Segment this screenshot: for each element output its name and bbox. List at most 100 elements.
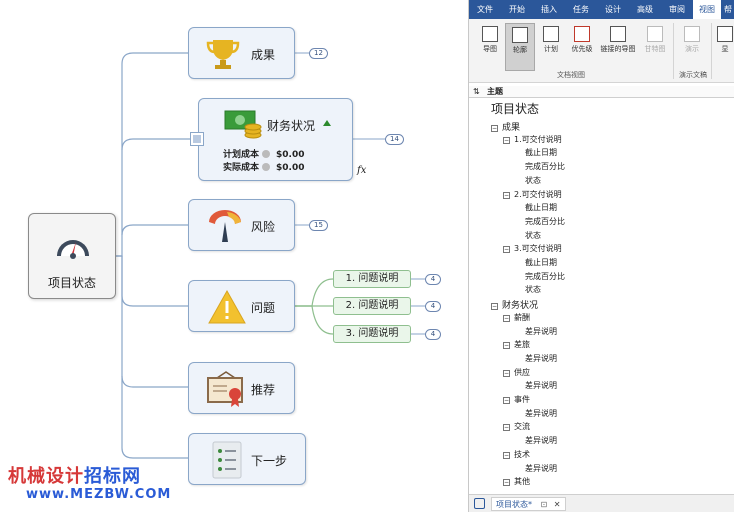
subtopic-issue-1[interactable]: 1. 问题说明 — [333, 270, 411, 288]
collapse-toggle-icon[interactable]: − — [503, 191, 510, 199]
document-tab[interactable]: 项目状态* ⊡ ✕ — [491, 497, 566, 511]
view-map-button[interactable]: 导图 — [475, 23, 505, 71]
outline-row-level-3[interactable]: 差异说明 — [525, 435, 557, 446]
topic-recommend[interactable]: 推荐 — [188, 362, 295, 414]
collapse-toggle-icon[interactable]: − — [491, 303, 498, 311]
tab-task[interactable]: 任务 — [573, 5, 589, 14]
topic-count-badge[interactable]: 12 — [309, 48, 328, 59]
formula-icon[interactable]: fx — [357, 165, 367, 176]
expand-arrow-icon[interactable] — [323, 120, 331, 126]
collapse-toggle-icon[interactable]: − — [503, 342, 510, 350]
collapse-toggle-icon[interactable]: − — [503, 246, 510, 254]
outline-row-level-3[interactable]: 截止日期 — [525, 202, 557, 213]
tab-home[interactable]: 开始 — [509, 5, 525, 14]
tab-advanced[interactable]: 高级 — [637, 5, 653, 14]
collapse-toggle-icon[interactable]: − — [503, 451, 510, 459]
collapse-toggle-icon[interactable]: − — [491, 125, 498, 132]
collapse-toggle-icon[interactable]: − — [503, 479, 510, 487]
outline-row-level-3[interactable]: 状态 — [525, 284, 541, 295]
close-icon[interactable]: ✕ — [553, 500, 561, 509]
outline-row-text: 截止日期 — [525, 203, 557, 213]
collapse-toggle-icon[interactable]: − — [503, 314, 510, 322]
tab-design[interactable]: 设计 — [605, 5, 621, 14]
topic-next-step[interactable]: 下一步 — [188, 433, 306, 485]
collapse-toggle-icon[interactable]: − — [503, 136, 510, 144]
outline-row-level-3[interactable]: 完成百分比 — [525, 271, 565, 282]
tab-file[interactable]: 文件 — [477, 5, 493, 14]
gantt-icon — [647, 26, 663, 42]
outline-row-level-3[interactable]: 截止日期 — [525, 147, 557, 158]
present-icon — [684, 26, 700, 42]
outline-row-level-2[interactable]: −3.可交付说明 — [503, 243, 562, 254]
topic-achievements[interactable]: 成果 — [188, 27, 295, 79]
linked-map-icon — [610, 26, 626, 42]
sort-icon[interactable]: ⇅ — [473, 87, 480, 96]
topic-count-badge[interactable]: 14 — [385, 134, 404, 145]
tab-view[interactable]: 视图 — [693, 0, 721, 19]
outline-row-level-1[interactable]: −成果 — [491, 120, 520, 133]
topic-issues[interactable]: 问题 — [188, 280, 295, 332]
topic-risk[interactable]: 风险 — [188, 199, 295, 251]
map-icon — [482, 26, 498, 42]
outline-row-text: 完成百分比 — [525, 216, 565, 226]
outline-row-level-2[interactable]: −薪酬 — [503, 312, 530, 323]
outline-row-text: 截止日期 — [525, 258, 557, 267]
outline-row-level-1[interactable]: −财务状况 — [491, 298, 538, 311]
outline-row-level-3[interactable]: 差异说明 — [525, 380, 557, 391]
subtopic-count-badge[interactable]: 4 — [425, 274, 441, 285]
subtopic-issue-2[interactable]: 2. 问题说明 — [333, 297, 411, 315]
view-gantt-button[interactable]: 甘特图 — [641, 23, 669, 71]
ribbon-separator — [673, 23, 674, 79]
subtopic-issue-3[interactable]: 3. 问题说明 — [333, 325, 411, 343]
view-linked-maps-button[interactable]: 链接的导图 — [597, 23, 639, 71]
topic-label: 推荐 — [251, 383, 276, 397]
outline-row-level-3[interactable]: 差异说明 — [525, 408, 557, 419]
collapse-toggle-icon[interactable]: − — [503, 397, 510, 404]
outline-row-level-2[interactable]: −供应 — [503, 367, 530, 378]
collapse-toggle-icon[interactable]: − — [503, 369, 510, 377]
outline-row-level-2[interactable]: −1.可交付说明 — [503, 134, 562, 145]
outline-row-level-3[interactable]: 完成百分比 — [525, 216, 565, 227]
topic-count-badge[interactable]: 15 — [309, 220, 328, 231]
tab-review[interactable]: 审阅 — [669, 5, 685, 14]
outline-row-text: 差异说明 — [525, 408, 557, 418]
outline-row-level-3[interactable]: 完成百分比 — [525, 161, 565, 172]
tab-help[interactable]: 帮 — [724, 5, 732, 14]
view-outline-button[interactable]: 轮廓 — [505, 23, 535, 71]
show-button[interactable]: 显 — [715, 23, 734, 71]
topic-finance[interactable]: 财务状况 计划成本$0.00 实际成本$0.00 — [198, 98, 353, 181]
central-topic[interactable]: 项目状态 — [28, 213, 116, 299]
outline-row-level-3[interactable]: 状态 — [525, 175, 541, 186]
outline-row-text: 交流 — [514, 422, 530, 432]
mind-map-canvas[interactable]: 项目状态 成果 12 财务状况 计划成本$0.00 实际成本$0.00 — [0, 0, 468, 512]
outline-row-level-3[interactable]: 截止日期 — [525, 257, 557, 268]
outline-row-text: 完成百分比 — [525, 271, 565, 281]
outline-icon — [512, 27, 528, 43]
outline-row-level-3[interactable]: 差异说明 — [525, 463, 557, 474]
view-schedule-button[interactable]: 计划 — [537, 23, 565, 71]
topic-properties-button[interactable] — [190, 132, 204, 146]
outline-row-level-3[interactable]: 差异说明 — [525, 353, 557, 364]
outline-row-level-2[interactable]: −交流 — [503, 421, 530, 432]
outline-row-level-3[interactable]: 差异说明 — [525, 326, 557, 337]
tab-insert[interactable]: 插入 — [541, 5, 557, 14]
outline-row-level-2[interactable]: −2.可交付说明 — [503, 189, 562, 200]
outline-root[interactable]: 项目状态 — [491, 102, 540, 116]
outline-row-level-2[interactable]: −其他 — [503, 476, 530, 487]
subtopic-count-badge[interactable]: 4 — [425, 329, 441, 340]
group-label-presentation: 演示文稿 — [679, 71, 707, 79]
outline-row-level-2[interactable]: −技术 — [503, 449, 530, 460]
presentation-button[interactable]: 演示 — [677, 23, 707, 71]
collapse-toggle-icon[interactable]: − — [503, 424, 510, 432]
view-priority-button[interactable]: 优先级 — [567, 23, 597, 71]
outline-row-level-3[interactable]: 状态 — [525, 230, 541, 241]
pin-icon[interactable]: ⊡ — [540, 500, 548, 509]
outline-row-text: 技术 — [514, 449, 530, 459]
subtopic-count-badge[interactable]: 4 — [425, 301, 441, 312]
outline-row-level-2[interactable]: −差旅 — [503, 339, 530, 350]
outline-row-text: 状态 — [525, 285, 541, 295]
calendar-icon — [543, 26, 559, 42]
ribbon-tab-bar: 文件 开始 插入 任务 设计 高级 审阅 视图 帮 — [469, 0, 734, 19]
outline-tree[interactable]: 项目状态 −成果−1.可交付说明截止日期完成百分比状态−2.可交付说明截止日期完… — [469, 98, 734, 494]
outline-row-level-2[interactable]: −事件 — [503, 394, 530, 405]
